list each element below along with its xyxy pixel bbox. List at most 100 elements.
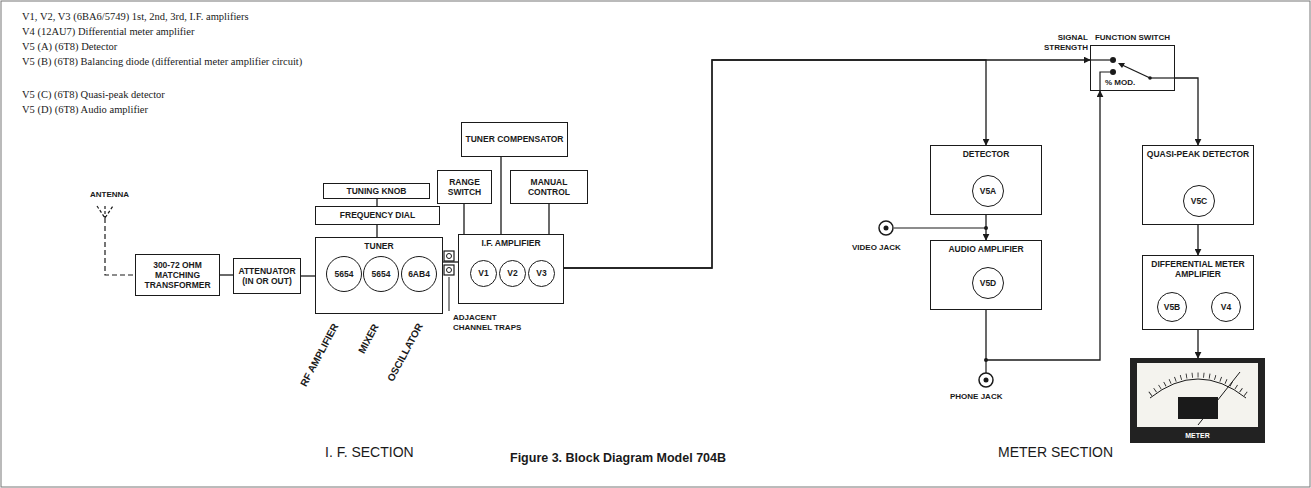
process-box: 300-72 OHM MATCHING TRANSFORMER xyxy=(135,254,220,296)
jack-symbol xyxy=(979,373,993,387)
legend-note: V5 (B) (6T8) Balancing diode (differenti… xyxy=(22,55,392,68)
box-label: FREQUENCY DIAL xyxy=(340,210,415,220)
signal-connector xyxy=(443,261,458,262)
tube-circle: V5B xyxy=(1157,292,1187,322)
trap-symbol xyxy=(447,254,452,259)
legend-note: V1, V2, V3 (6BA6/5749) 1st, 2nd, 3rd, I.… xyxy=(22,10,412,23)
process-box: I.F. AMPLIFIER V1 V2 V3 xyxy=(458,234,564,304)
tube-label: V1 xyxy=(478,268,488,278)
process-box: DIFFERENTIAL METER AMPLIFIER V5B V4 xyxy=(1142,255,1254,330)
signal-connector xyxy=(500,157,501,234)
jack-center xyxy=(984,378,989,383)
tube-label: V5B xyxy=(1164,302,1181,312)
tube-label: 6AB4 xyxy=(408,269,430,279)
process-box: RANGE SWITCH xyxy=(437,170,492,204)
tube-circle: V5D xyxy=(972,267,1004,299)
tube-label: V4 xyxy=(1221,302,1231,312)
switch-lever-head xyxy=(1118,63,1125,68)
box-label: DIFFERENTIAL METER AMPLIFIER xyxy=(1145,259,1251,279)
signal-connector xyxy=(220,274,233,275)
switch-contact xyxy=(1110,57,1116,63)
stage-label: MIXER xyxy=(356,322,382,356)
box-label: DETECTOR xyxy=(933,149,1039,159)
tube-circle: V5C xyxy=(1183,185,1215,217)
switch-wire xyxy=(1150,77,1175,78)
signal-connector xyxy=(548,204,549,234)
process-box: TUNER 5654 5654 6AB4 xyxy=(315,237,443,314)
trap-label: ADJACENT CHANNEL TRAPS xyxy=(453,313,531,333)
signal-connector xyxy=(1175,78,1198,145)
meter-face xyxy=(1137,363,1258,427)
tube-label: 5654 xyxy=(372,269,391,279)
signal-connector xyxy=(564,60,1090,268)
tube-label: V3 xyxy=(536,268,546,278)
signal-connector xyxy=(463,204,464,234)
jack-center xyxy=(884,226,889,231)
signal-connector xyxy=(1197,330,1198,358)
tube-label: V5C xyxy=(1191,196,1208,206)
box-label: ATTENUATOR (IN OR OUT) xyxy=(237,266,297,286)
process-box: QUASI-PEAK DETECTOR V5C xyxy=(1142,145,1254,225)
meter-ticks xyxy=(1150,375,1246,394)
signal-connector xyxy=(985,215,986,240)
box-label: TUNER xyxy=(318,241,440,251)
tube-circle: V5A xyxy=(972,175,1004,207)
process-box: DETECTOR V5A xyxy=(930,145,1042,215)
meter-box: METER xyxy=(1130,358,1265,443)
tube-label: V5D xyxy=(980,278,997,288)
video-jack-wire xyxy=(894,227,986,228)
box-label: QUASI-PEAK DETECTOR xyxy=(1145,149,1251,159)
switch-lever xyxy=(1120,64,1150,78)
signal-connector xyxy=(986,91,1100,360)
box-label: TUNING KNOB xyxy=(347,186,407,196)
signal-connector xyxy=(564,60,986,268)
tube-circle: 6AB4 xyxy=(401,256,437,292)
box-label: 300-72 OHM MATCHING TRANSFORMER xyxy=(139,260,216,291)
signal-connector xyxy=(376,225,377,237)
jack-symbol xyxy=(879,221,893,235)
legend-note: V5 (D) (6T8) Audio amplifier xyxy=(22,103,412,116)
antenna-symbol xyxy=(97,206,113,218)
tube-circle: V1 xyxy=(470,260,497,287)
tube-label: V5A xyxy=(980,186,997,196)
leader-line xyxy=(449,277,450,311)
signal-connector xyxy=(1197,225,1198,255)
switch-wire xyxy=(1090,59,1110,60)
process-box: TUNER COMPENSATOR xyxy=(461,122,568,157)
process-box: FREQUENCY DIAL xyxy=(315,206,440,225)
process-box: MANUAL CONTROL xyxy=(510,170,588,204)
stage-label: RF AMPLIFIER xyxy=(298,322,342,389)
meter-needle xyxy=(1198,372,1240,425)
stage-label: OSCILLATOR xyxy=(385,321,426,383)
box-label: METER xyxy=(1130,432,1265,440)
section-label: METER SECTION xyxy=(998,444,1148,462)
trap-symbol xyxy=(447,268,452,273)
meter-frame xyxy=(1130,358,1265,443)
figure-caption: Figure 3. Block Diagram Model 704B xyxy=(510,451,726,465)
box-label: I.F. AMPLIFIER xyxy=(461,238,561,248)
antenna-label: ANTENNA xyxy=(90,190,150,200)
tube-circle: 5654 xyxy=(326,256,362,292)
legend-note: V5 (A) (6T8) Detector xyxy=(22,40,412,53)
process-box: ATTENUATOR (IN OR OUT) xyxy=(233,258,301,294)
switch-position-label: SIGNAL STRENGTH xyxy=(1030,33,1088,53)
tube-label: V2 xyxy=(507,268,517,278)
antenna-lead xyxy=(105,218,135,275)
jack-label: PHONE JACK xyxy=(950,392,1025,402)
process-box: AUDIO AMPLIFIER V5D xyxy=(930,240,1042,310)
tube-circle: V2 xyxy=(499,260,526,287)
box-label: TUNER COMPENSATOR xyxy=(466,134,564,144)
tube-circle: 5654 xyxy=(363,256,399,292)
tube-label: 5654 xyxy=(335,269,354,279)
box-label: FUNCTION SWITCH xyxy=(1095,33,1170,43)
trap-box xyxy=(444,251,454,261)
trap-box xyxy=(444,265,454,275)
switch-position-label: % MOD. xyxy=(1105,78,1145,88)
legend-note: V4 (12AU7) Differential meter amplifier xyxy=(22,25,412,38)
box-label: AUDIO AMPLIFIER xyxy=(933,244,1039,254)
signal-connector xyxy=(376,199,377,206)
tube-circle: V3 xyxy=(528,260,555,287)
tube-circle: V4 xyxy=(1211,292,1241,322)
